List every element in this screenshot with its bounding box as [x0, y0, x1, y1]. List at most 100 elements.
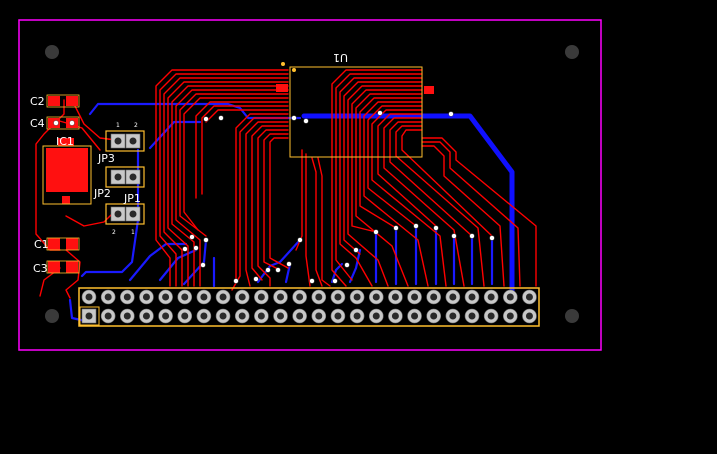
jp1-pin1: 1 [131, 229, 135, 236]
via [275, 267, 281, 273]
header-pin-hole [353, 293, 361, 301]
header-pin-hole [487, 293, 495, 301]
via [203, 237, 209, 243]
header-pin-hole [277, 312, 284, 320]
header-pin-hole [525, 293, 533, 301]
jp3-label: JP3 [97, 152, 115, 165]
header-pin-hole [315, 312, 323, 320]
header-pin-hole [296, 312, 304, 320]
header-pin-hole [123, 293, 131, 301]
via [253, 276, 259, 282]
via [233, 278, 239, 284]
header-pin-hole [104, 312, 112, 320]
header-pin-hole [219, 293, 227, 301]
c2-label: C2 [30, 95, 45, 108]
jp3-outline [105, 130, 145, 152]
via [189, 234, 195, 240]
via [344, 262, 350, 268]
header-pin-hole [334, 312, 342, 320]
ic1-label: IC1 [56, 135, 74, 148]
header-pin-hole [200, 312, 208, 320]
jumper-jp1[interactable]: JP1 2 1 [105, 192, 145, 236]
via [433, 225, 439, 231]
capacitor-c2[interactable]: C2 [30, 94, 80, 108]
jumper-jp3[interactable]: JP3 1 2 [97, 122, 145, 165]
header-pin-hole [391, 293, 399, 301]
header-pin-hole [257, 293, 265, 301]
via [413, 223, 419, 229]
via [393, 225, 399, 231]
via [448, 111, 454, 117]
header-pin-hole [85, 312, 93, 320]
header-pin-hole [430, 293, 438, 301]
header-pin-hole [315, 293, 323, 301]
header-pin-hole [411, 293, 419, 301]
header-pin-hole [468, 312, 476, 320]
jp1-label: JP1 [123, 192, 141, 205]
via [309, 278, 315, 284]
u1-component[interactable]: U1 [281, 51, 423, 158]
jp1-outline [105, 203, 145, 225]
via [265, 267, 271, 273]
via [373, 229, 379, 235]
header-pin-hole [181, 312, 189, 320]
via [469, 233, 475, 239]
via [291, 115, 297, 121]
header-connector-outline [78, 287, 540, 327]
smd-pads [46, 84, 434, 273]
header-pin-hole [277, 293, 284, 301]
jumper-jp2[interactable]: JP2 [93, 166, 145, 200]
header-pin-hole [85, 293, 93, 301]
via [303, 118, 309, 124]
via [203, 116, 209, 122]
via [286, 261, 292, 267]
u1-corner-mark [281, 62, 285, 66]
ic1-component[interactable]: IC1 [42, 135, 92, 205]
c1-label: C1 [34, 238, 49, 251]
ic1-outline [42, 145, 92, 205]
jp2-label: JP2 [93, 187, 111, 200]
board-outline [18, 19, 602, 351]
via [297, 237, 303, 243]
header-pin-hole [372, 312, 380, 320]
u1-outline [289, 66, 423, 158]
header-pin-hole [430, 312, 438, 320]
header-pin-hole [238, 293, 246, 301]
header-pin-hole [391, 312, 399, 320]
via [489, 235, 495, 241]
c1-outline [46, 237, 80, 251]
header-pin-hole [181, 293, 189, 301]
u1-label: U1 [333, 51, 348, 64]
header-pin-hole [468, 293, 476, 301]
header-pin-hole [372, 293, 380, 301]
header-pin-hole [142, 312, 150, 320]
u1-pin1-marker [292, 68, 296, 72]
header-pin-hole [449, 293, 457, 301]
header-pin-hole [506, 312, 514, 320]
via [332, 278, 338, 284]
via [451, 233, 457, 239]
header-pin-hole [123, 312, 131, 320]
header-pin-hole [162, 293, 170, 301]
header-pin-hole [449, 312, 457, 320]
c3-label: C3 [33, 262, 48, 275]
mounting-holes [45, 45, 579, 323]
c3-outline [46, 260, 80, 274]
header-pin-hole [238, 312, 246, 320]
capacitor-c3[interactable]: C3 [33, 260, 80, 275]
header-pin-hole [353, 312, 361, 320]
header-pin-hole [104, 293, 112, 301]
header-pin-hole [257, 312, 265, 320]
header-pin-hole [334, 293, 342, 301]
via [218, 115, 224, 121]
header-pin-hole [162, 312, 170, 320]
capacitor-c1[interactable]: C1 [34, 237, 80, 251]
header-pin-hole [411, 312, 419, 320]
c4-label: C4 [30, 117, 45, 130]
via [377, 110, 383, 116]
header-pin-hole [487, 312, 495, 320]
capacitor-c4[interactable]: C4 [30, 116, 80, 130]
header-pin-hole [200, 293, 208, 301]
c2-outline [46, 94, 80, 108]
